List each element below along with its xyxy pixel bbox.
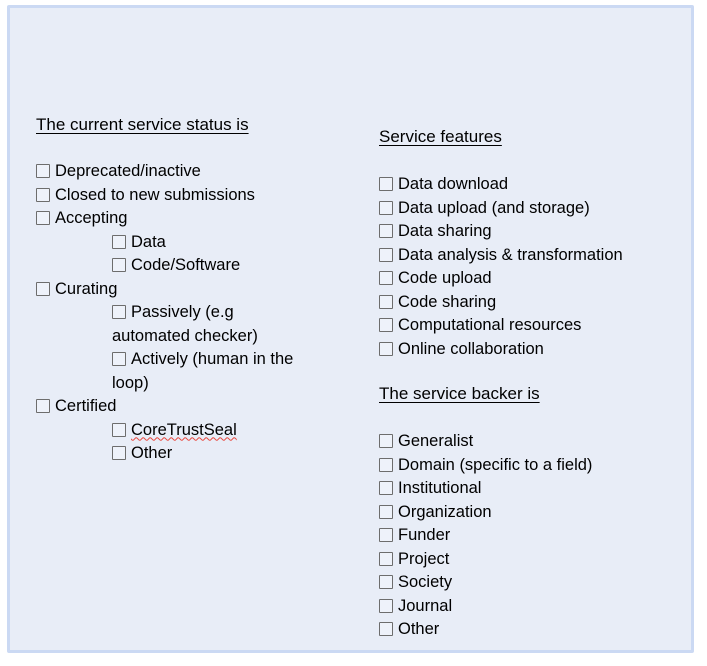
checkbox-unchecked-icon[interactable] — [36, 281, 50, 296]
checkbox-unchecked-icon[interactable] — [112, 352, 126, 366]
checkbox-unchecked-icon[interactable] — [379, 318, 393, 332]
checkbox-option-label: Certified — [55, 397, 117, 415]
checkbox-option-funder[interactable]: Funder — [379, 524, 689, 548]
section-heading-service-features: Service features — [379, 127, 502, 146]
checkbox-unchecked-icon[interactable] — [379, 271, 393, 285]
section-heading-service-backer: The service backer is — [379, 384, 540, 403]
checkbox-option-label: Other — [131, 444, 173, 462]
checkbox-option-domain-specific-to-a-field[interactable]: Domain (specific to a field) — [379, 454, 689, 478]
checkbox-option-label: Online collaboration — [398, 339, 544, 358]
checkbox-unchecked-icon[interactable] — [112, 234, 126, 249]
checkbox-option-data-upload-and-storage[interactable]: Data upload (and storage) — [379, 197, 689, 221]
checkbox-option-computational-resources[interactable]: Computational resources — [379, 314, 689, 338]
checkbox-unchecked-icon[interactable] — [379, 247, 393, 262]
checkbox-option-data-sharing[interactable]: Data sharing — [379, 220, 689, 244]
checkbox-option-label: CoreTrustSeal — [131, 420, 237, 439]
checkbox-unchecked-icon[interactable] — [379, 224, 393, 238]
checkbox-option-coretrustseal[interactable]: CoreTrustSeal — [112, 419, 366, 443]
checkbox-unchecked-icon[interactable] — [379, 598, 393, 613]
checkbox-option-organization[interactable]: Organization — [379, 501, 689, 525]
checkbox-unchecked-icon[interactable] — [112, 422, 126, 437]
checkbox-option-label: Curating — [55, 279, 118, 298]
checkbox-unchecked-icon[interactable] — [379, 457, 393, 472]
checkbox-option-actively-human-in-the-loop[interactable]: Actively (human in the loop) — [112, 348, 307, 395]
checkbox-option-closed-to-new-submissions[interactable]: Closed to new submissions — [36, 184, 366, 208]
checkbox-unchecked-icon[interactable] — [112, 446, 126, 460]
checkbox-option-institutional[interactable]: Institutional — [379, 477, 689, 501]
checkbox-unchecked-icon[interactable] — [379, 504, 393, 519]
checkbox-unchecked-icon[interactable] — [112, 305, 126, 319]
checkbox-unchecked-icon[interactable] — [379, 481, 393, 495]
checkbox-option-label: Computational resources — [398, 316, 582, 334]
checkbox-option-label: Data analysis & transformation — [398, 245, 623, 264]
checkbox-option-project[interactable]: Project — [379, 548, 689, 572]
checkbox-unchecked-icon[interactable] — [36, 164, 50, 178]
checkbox-option-code-sharing[interactable]: Code sharing — [379, 291, 689, 315]
checkbox-option-label: Accepting — [55, 209, 128, 227]
checkbox-option-data-download[interactable]: Data download — [379, 173, 689, 197]
checkbox-unchecked-icon[interactable] — [379, 434, 393, 448]
checkbox-option-label: Data upload (and storage) — [398, 198, 590, 217]
checkbox-option-passively-e-g-automated-checker[interactable]: Passively (e.g automated checker) — [112, 301, 307, 348]
checkbox-unchecked-icon[interactable] — [112, 258, 126, 272]
checkbox-option-label: Generalist — [398, 432, 474, 450]
checkbox-option-data[interactable]: Data — [112, 231, 366, 255]
checkbox-option-accepting[interactable]: Accepting — [36, 207, 366, 231]
checkbox-option-label: Closed to new submissions — [55, 185, 255, 204]
checkbox-option-label: Deprecated/inactive — [55, 162, 201, 180]
checkbox-option-label: Domain (specific to a field) — [398, 455, 593, 474]
checkbox-option-generalist[interactable]: Generalist — [379, 430, 689, 454]
checkbox-option-deprecated-inactive[interactable]: Deprecated/inactive — [36, 160, 366, 184]
checkbox-option-curating[interactable]: Curating — [36, 278, 366, 302]
checkbox-option-label: Data sharing — [398, 222, 492, 240]
checkbox-option-label: Other — [398, 620, 440, 638]
checkbox-option-label: Journal — [398, 596, 453, 615]
section-heading-service-status: The current service status is — [36, 115, 249, 134]
checkbox-option-label: Passively (e.g automated checker) — [112, 303, 258, 345]
checkbox-option-label: Data download — [398, 175, 509, 193]
checkbox-option-label: Project — [398, 549, 450, 568]
checkbox-option-label: Code/Software — [131, 256, 241, 274]
checkbox-option-label: Society — [398, 573, 453, 591]
checkbox-unchecked-icon[interactable] — [36, 211, 50, 225]
checkbox-option-code-software[interactable]: Code/Software — [112, 254, 366, 278]
checkbox-option-label: Organization — [398, 502, 492, 521]
checkbox-option-data-analysis-transformation[interactable]: Data analysis & transformation — [379, 244, 689, 268]
checkbox-unchecked-icon[interactable] — [379, 575, 393, 589]
checkbox-option-society[interactable]: Society — [379, 571, 689, 595]
checkbox-option-other[interactable]: Other — [379, 618, 689, 642]
checkbox-option-label: Institutional — [398, 479, 482, 497]
checkbox-unchecked-icon[interactable] — [36, 187, 50, 202]
checkbox-option-code-upload[interactable]: Code upload — [379, 267, 689, 291]
checkbox-option-label: Code sharing — [398, 292, 497, 311]
checkbox-unchecked-icon[interactable] — [36, 399, 50, 413]
checkbox-unchecked-icon[interactable] — [379, 294, 393, 309]
checkbox-unchecked-icon[interactable] — [379, 551, 393, 566]
checkbox-option-certified[interactable]: Certified — [36, 395, 366, 419]
checkbox-option-label: Data — [131, 232, 166, 251]
form-panel: The current service status is Deprecated… — [7, 5, 694, 653]
checkbox-unchecked-icon[interactable] — [379, 177, 393, 191]
checkbox-option-online-collaboration[interactable]: Online collaboration — [379, 338, 689, 362]
checkbox-option-label: Actively (human in the loop) — [112, 350, 294, 392]
checkbox-unchecked-icon[interactable] — [379, 528, 393, 542]
checkbox-option-label: Code upload — [398, 269, 492, 287]
checkbox-unchecked-icon[interactable] — [379, 200, 393, 215]
checkbox-option-journal[interactable]: Journal — [379, 595, 689, 619]
checkbox-unchecked-icon[interactable] — [379, 341, 393, 356]
checkbox-unchecked-icon[interactable] — [379, 622, 393, 636]
checkbox-option-other[interactable]: Other — [112, 442, 366, 466]
checkbox-option-label: Funder — [398, 526, 451, 544]
